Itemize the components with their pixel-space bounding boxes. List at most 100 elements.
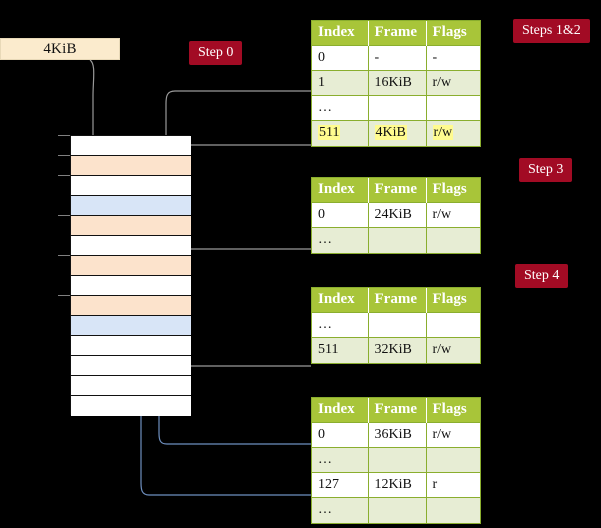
table-row: … [312,95,480,121]
highlighted-value: 511 [318,124,341,140]
table-cell-index: 511 [312,120,369,146]
step-label-steps-1-2: Steps 1&2 [513,19,590,43]
table-cell-flags [426,447,480,473]
table-cell-flags: r [426,472,480,498]
memory-frame-row [71,356,191,376]
memory-frame-row [71,156,191,176]
table-cell-flags [426,227,480,253]
memory-frame-row [71,316,191,336]
wire-table-c-row511-to-memory [170,310,311,367]
table-cell-frame [368,227,427,253]
step-label-step-0: Step 0 [189,41,243,65]
memory-frame-row [71,396,191,416]
step-label-step-3: Step 3 [519,158,573,182]
column-header-frame: Frame [368,178,427,203]
table-cell-frame [368,447,427,473]
column-header-index: Index [312,21,369,46]
table-cell-frame: 24KiB [368,202,427,228]
table-cell-flags [426,497,480,523]
table-cell-flags: r/w [426,337,480,363]
memory-frame-row [71,336,191,356]
column-header-flags: Flags [426,178,480,203]
memory-tick [58,175,70,176]
frame-size-tag: 4KiB [0,38,120,60]
table-cell-index: 1 [312,70,369,96]
column-header-frame: Frame [368,21,427,46]
table-cell-frame [368,497,427,523]
step-label-step-4: Step 4 [515,264,569,288]
table-cell-frame [368,95,427,121]
column-header-flags: Flags [426,398,480,423]
table-row: … [312,497,480,523]
physical-memory-column [70,135,191,416]
table-cell-frame: 12KiB [368,472,427,498]
memory-frame-row [71,176,191,196]
table-cell-index: 511 [312,337,369,363]
frame-size-label: 4KiB [43,40,77,57]
column-header-frame: Frame [368,288,427,313]
table-cell-index: … [312,227,369,253]
highlighted-value: r/w [432,124,454,140]
table-cell-index: 0 [312,422,369,448]
memory-tick [58,295,70,296]
table-row: 0-- [312,45,480,71]
memory-tick [58,155,70,156]
column-header-index: Index [312,178,369,203]
table-cell-flags: - [426,45,480,71]
table-cell-frame: 36KiB [368,422,427,448]
table-cell-index: 0 [312,202,369,228]
table-cell-index: 127 [312,472,369,498]
table-row: 511 4KiB r/w [312,120,480,146]
memory-tick [58,135,70,136]
highlighted-value: 4KiB [374,124,407,140]
table-cell-flags: r/w [426,202,480,228]
table-cell-index: … [312,312,369,338]
table-cell-index: … [312,95,369,121]
wire-table-a-row511-to-memory [178,144,311,234]
memory-frame-row [71,136,191,156]
table-cell-frame: 16KiB [368,70,427,96]
column-header-index: Index [312,288,369,313]
table-cell-frame: 4KiB [368,120,427,146]
column-header-index: Index [312,398,369,423]
table-cell-index: … [312,447,369,473]
table-cell-flags [426,95,480,121]
memory-frame-row [71,236,191,256]
memory-frame-row [71,216,191,236]
table-row: … [312,227,480,253]
memory-tick [58,255,70,256]
table-cell-index: … [312,497,369,523]
memory-frame-row [71,196,191,216]
table-cell-flags: r/w [426,70,480,96]
wire-table-b-row0-to-memory [178,248,311,274]
column-header-frame: Frame [368,398,427,423]
table-cell-frame: 32KiB [368,337,427,363]
memory-frame-row [71,256,191,276]
table-row: … [312,312,480,338]
table-cell-flags: r/w [426,120,480,146]
memory-frame-row [71,296,191,316]
table-cell-index: 0 [312,45,369,71]
memory-frame-row [71,276,191,296]
table-cell-frame [368,312,427,338]
column-header-flags: Flags [426,21,480,46]
memory-frame-row [71,376,191,396]
table-row: … [312,447,480,473]
column-header-flags: Flags [426,288,480,313]
memory-tick [58,215,70,216]
table-cell-flags: r/w [426,422,480,448]
table-cell-flags [426,312,480,338]
table-cell-frame: - [368,45,427,71]
